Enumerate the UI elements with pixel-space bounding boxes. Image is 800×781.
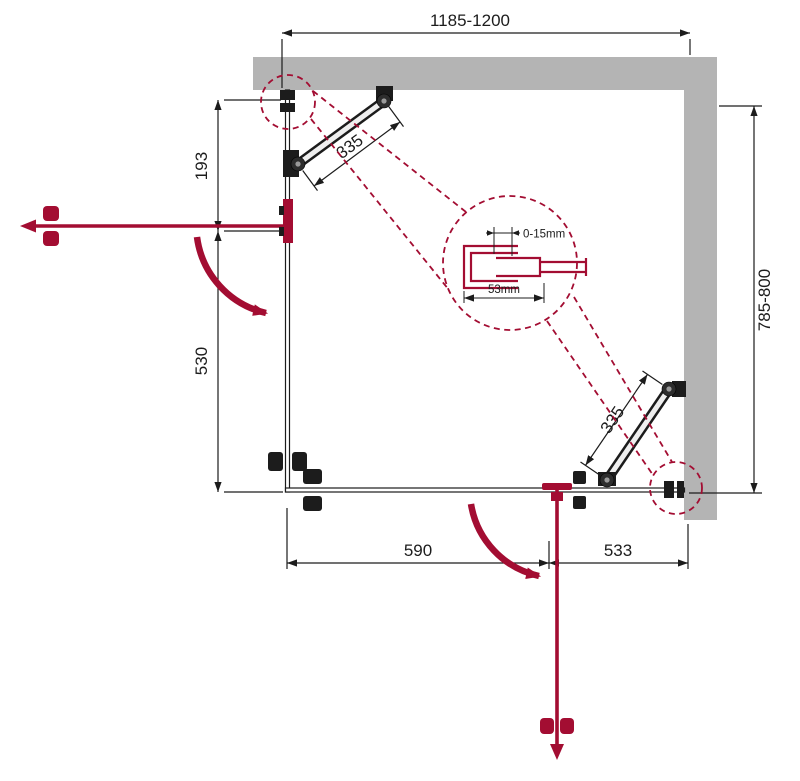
glass-clamp-corner: [268, 452, 322, 511]
hinge-block: [279, 227, 284, 236]
extension-line: [642, 370, 663, 385]
profile-outer-channel: [462, 244, 518, 290]
arrowhead-icon: [512, 230, 519, 236]
dim-strut-bottom-label: 335: [597, 403, 629, 437]
detail-callouts: [260, 74, 703, 515]
door-left-handle: [43, 206, 59, 221]
clamp-knob: [292, 452, 307, 471]
leader-line: [546, 320, 654, 476]
profile-block: [280, 90, 295, 100]
arrowhead-icon: [487, 230, 494, 236]
leader-line: [310, 118, 450, 291]
support-bar-face: [604, 387, 672, 482]
dim-detail: 0-15mm 53mm: [463, 227, 565, 303]
dimension-line: [585, 374, 648, 466]
profile-block: [280, 103, 295, 112]
dim-bottom-left-label: 590: [404, 541, 432, 560]
door-bottom-hinge: [542, 483, 572, 490]
door-bottom-handle: [540, 718, 554, 734]
extension-line: [388, 106, 404, 127]
dim-left-lower-label: 530: [192, 347, 211, 375]
wall-right: [684, 57, 717, 520]
door-left-hinge: [283, 199, 293, 243]
door-left-edge-tip: [20, 219, 36, 233]
door-left-swing-arrow: [193, 236, 269, 317]
dim-right-height-label: 785-800: [755, 269, 774, 331]
dim-right-height: 785-800: [689, 105, 774, 494]
dim-detail-width-label: 53mm: [488, 284, 520, 296]
wall-profile-top-left: [280, 90, 295, 112]
bolt-highlight: [604, 477, 610, 483]
leader-line: [312, 90, 467, 213]
door-left-handle: [43, 231, 59, 246]
wall-top: [253, 57, 717, 90]
dim-left-segments: 193 530: [192, 99, 283, 493]
clamp-knob: [303, 469, 322, 484]
clamp-knob: [268, 452, 283, 471]
leader-line: [573, 296, 673, 463]
wall-bracket: [672, 381, 686, 397]
door-bottom-edge-tip: [550, 744, 564, 760]
callout-circle-top-left: [260, 74, 316, 130]
bolt-highlight: [381, 98, 387, 104]
dim-bottom-right-label: 533: [604, 541, 632, 560]
hinge-block: [279, 206, 284, 215]
glass-clamp-bottom-door: [573, 471, 586, 509]
door-left: [20, 199, 293, 317]
extension-line: [302, 170, 318, 191]
dimension-line: [313, 121, 401, 187]
door-bottom-swing-arrow: [467, 503, 542, 580]
profile-adjustable-insert: [496, 256, 542, 278]
bolt-highlight: [666, 386, 672, 392]
door-bottom-hinge: [551, 492, 563, 501]
dim-left-upper-label: 193: [192, 152, 211, 180]
dim-top-width-label: 1185-1200: [430, 11, 510, 30]
profile-block: [677, 481, 684, 498]
callout-circle-bottom-right: [649, 461, 703, 515]
dim-detail-adjustment-label: 0-15mm: [523, 229, 565, 241]
support-bar-top: [283, 86, 393, 177]
clamp-knob: [573, 471, 586, 484]
clamp-knob: [303, 496, 322, 511]
bolt-highlight: [295, 161, 301, 167]
door-bottom: [467, 483, 574, 760]
dim-top-width: 1185-1200: [281, 11, 691, 88]
wall-profile-detail: [462, 244, 588, 290]
profile-block: [664, 481, 674, 498]
clamp-knob: [573, 496, 586, 509]
extension-line: [580, 461, 601, 476]
door-bottom-handle: [560, 718, 574, 734]
glass-panel-bottom: [284, 487, 686, 493]
wall-profile-bottom-right: [664, 481, 684, 498]
